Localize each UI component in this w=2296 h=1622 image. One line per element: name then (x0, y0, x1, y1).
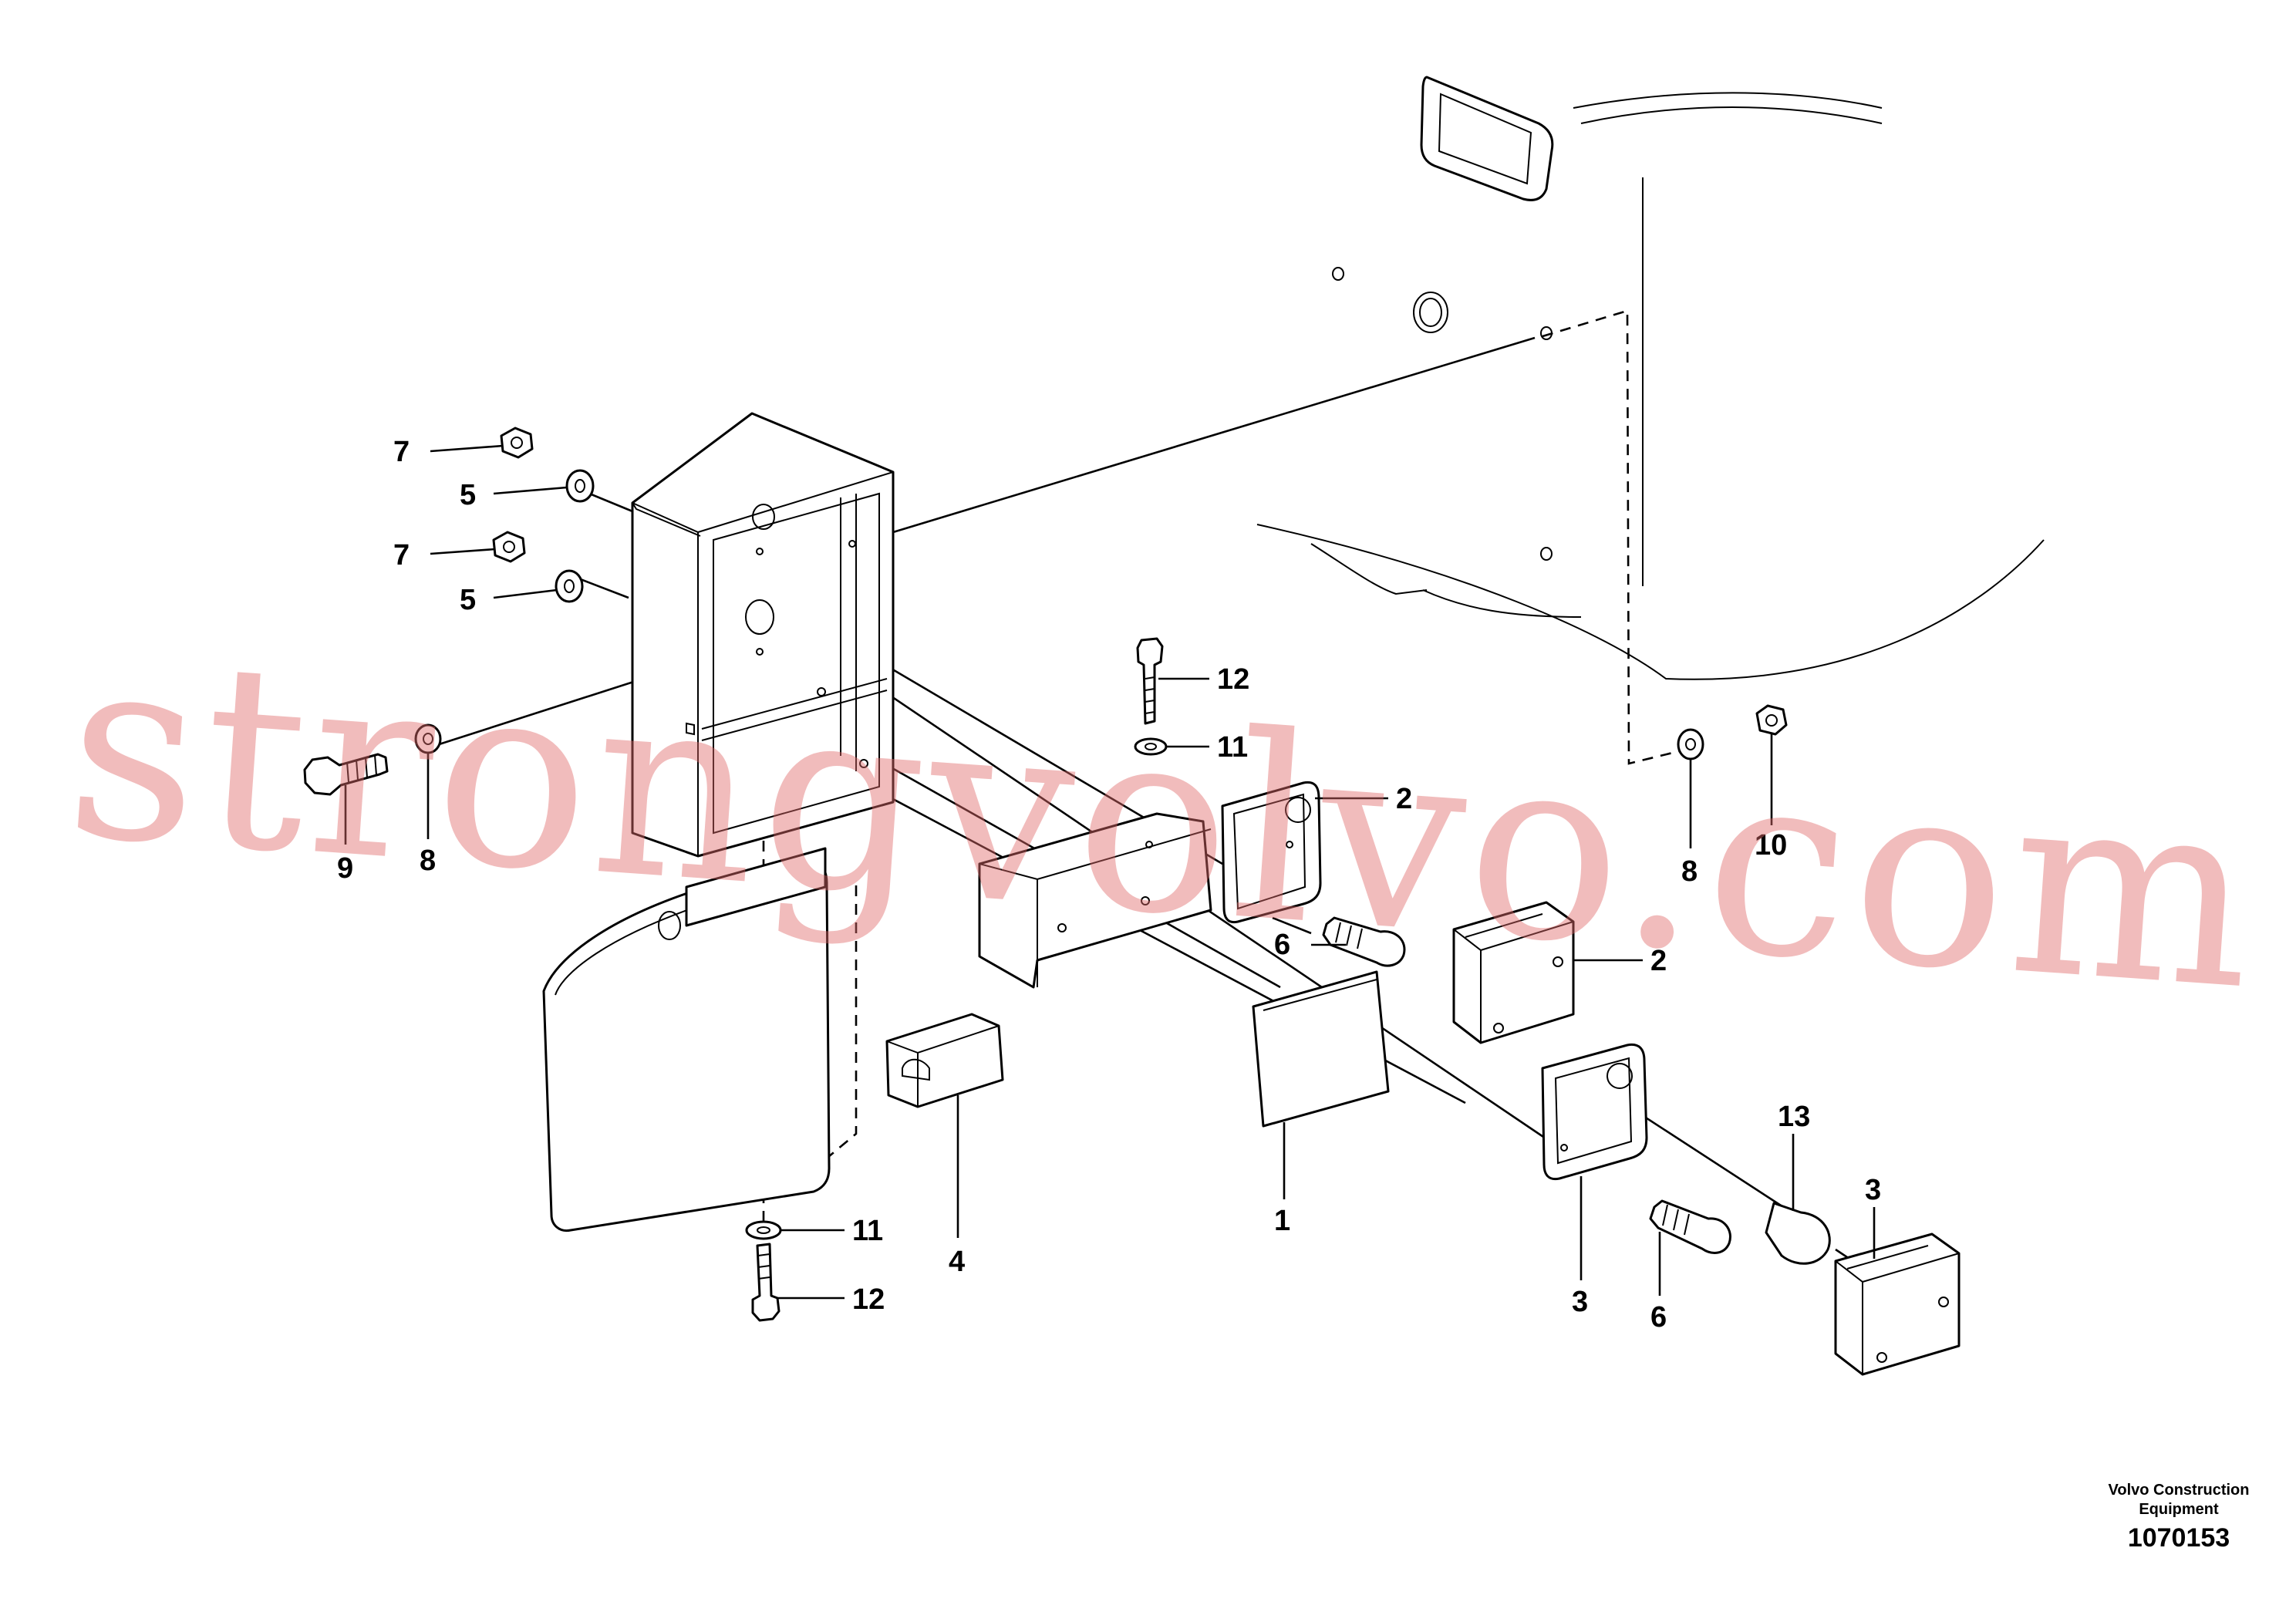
callout-3-gasket: 3 (1572, 1286, 1588, 1318)
gasket-lower (1541, 1043, 1648, 1181)
callout-7-upper: 7 (393, 436, 410, 468)
callout-8-right: 8 (1681, 855, 1698, 888)
callout-6-upper: 6 (1274, 929, 1290, 961)
callout-11-upper: 11 (1217, 731, 1248, 764)
fasteners (303, 427, 1788, 1322)
lamp-upper (1452, 901, 1575, 1044)
callout-13: 13 (1778, 1101, 1810, 1133)
callout-9: 9 (337, 852, 353, 885)
callout-5-upper: 5 (460, 479, 476, 511)
light-housing (631, 412, 895, 858)
angle-bracket (978, 812, 1212, 989)
lamp-lower (1834, 1233, 1961, 1376)
callout-3-lamp: 3 (1865, 1174, 1881, 1206)
bulb (1765, 1202, 1831, 1265)
credit-line-1: Volvo Construction (2109, 1482, 2250, 1499)
callout-11-lower: 11 (852, 1215, 883, 1247)
callout-12-lower: 12 (852, 1283, 885, 1316)
mounting-block (885, 1013, 1004, 1108)
credit-line-2: Equipment (2139, 1501, 2219, 1518)
leader-lines (344, 444, 1876, 1300)
callout-12-upper: 12 (1217, 663, 1249, 696)
reflector (1252, 970, 1390, 1128)
machine-body (1256, 76, 2045, 680)
callout-4: 4 (949, 1246, 965, 1278)
document-number: 1070153 (2128, 1523, 2230, 1553)
callout-2-gasket: 2 (1396, 783, 1412, 815)
credit-block: Volvo Construction Equipment 1070153 (2109, 1482, 2250, 1553)
callout-10: 10 (1755, 829, 1787, 862)
gasket-upper (1221, 781, 1322, 924)
callout-5-lower: 5 (460, 584, 476, 616)
callout-labels: 7 5 7 5 12 11 9 8 2 6 2 8 10 11 12 4 1 1… (337, 436, 1881, 1334)
callout-8-left: 8 (420, 845, 436, 877)
callout-6-lower: 6 (1650, 1301, 1667, 1334)
callout-7-lower: 7 (393, 539, 410, 572)
callout-1: 1 (1274, 1205, 1290, 1237)
callout-2-lamp: 2 (1650, 945, 1667, 977)
plate-panel (542, 847, 831, 1233)
watermark-text: strongvolvo.com (59, 598, 2267, 1046)
